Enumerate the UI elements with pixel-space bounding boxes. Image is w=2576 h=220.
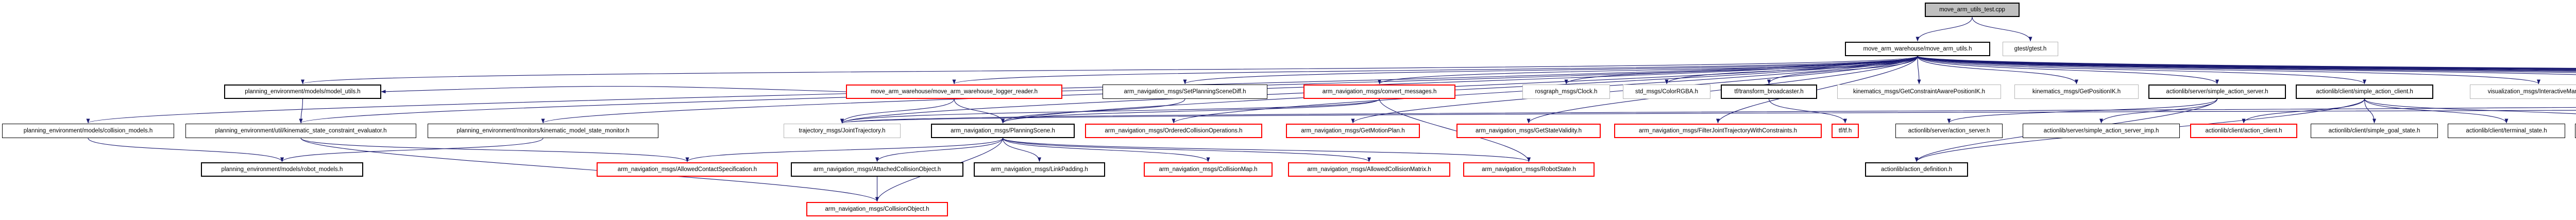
graph-node-tfb[interactable]: tf/transform_broadcaster.h xyxy=(1721,84,1817,99)
graph-node-linkp[interactable]: arm_navigation_msgs/LinkPadding.h xyxy=(974,162,1105,177)
graph-node-ksce[interactable]: planning_environment/util/kinematic_stat… xyxy=(185,124,416,138)
graph-node-gsv[interactable]: arm_navigation_msgs/GetStateValidity.h xyxy=(1456,124,1601,138)
graph-node-model_utils[interactable]: planning_environment/models/model_utils.… xyxy=(224,84,381,99)
include-edge-utils_h-model_utils xyxy=(301,56,1918,84)
include-edge-root-gtest xyxy=(1972,16,2032,42)
include-edge-fjta-joint_traj xyxy=(841,107,2576,124)
include-edge-utils_h-logger_reader xyxy=(952,56,1918,84)
graph-node-acs[interactable]: arm_navigation_msgs/AllowedContactSpecif… xyxy=(597,162,778,177)
include-edge-utils_h-vim xyxy=(1917,56,2540,84)
include-edge-utils_h-gcaik xyxy=(1917,56,1921,84)
graph-node-spsd[interactable]: arm_navigation_msgs/SetPlanningSceneDiff… xyxy=(1103,84,1267,99)
include-edge-utils_h-gpik xyxy=(1917,56,2078,84)
include-edge-utils_h-tfb xyxy=(1767,56,1918,84)
graph-node-acm[interactable]: arm_navigation_msgs/AllowedCollisionMatr… xyxy=(1288,162,1450,177)
graph-node-ts[interactable]: actionlib/client/terminal_state.h xyxy=(2448,124,2565,138)
include-edge-utils_h-clock xyxy=(1564,56,1918,84)
include-edge-sas-action_server xyxy=(1947,98,2218,124)
include-edge-planning_scene-cmap xyxy=(1002,138,1210,162)
graph-node-sasi[interactable]: actionlib/server/simple_action_server_im… xyxy=(2023,124,2180,138)
include-edge-utils_h-planning_scene xyxy=(1001,56,1918,124)
include-edge-utils_h-empty xyxy=(1917,56,2576,71)
include-edge-planning_scene-acs xyxy=(685,138,1004,162)
include-edge-utils_h-switchc xyxy=(1917,56,2576,69)
graph-node-joint_traj[interactable]: trajectory_msgs/JointTrajectory.h xyxy=(784,124,901,138)
include-edge-logger_reader-planning_scene xyxy=(954,98,1005,124)
include-edge-logger_reader-joint_traj xyxy=(840,98,955,124)
graph-node-rstate[interactable]: arm_navigation_msgs/RobotState.h xyxy=(1463,162,1595,177)
graph-node-action_client[interactable]: actionlib/client/action_client.h xyxy=(2190,124,2297,138)
graph-node-gcaik[interactable]: kinematics_msgs/GetConstraintAwarePositi… xyxy=(1837,84,2001,99)
include-edge-planning_scene-linkp xyxy=(1002,138,1041,162)
include-edge-collision_models-robot_models xyxy=(88,138,284,162)
graph-node-sac[interactable]: actionlib/client/simple_action_client.h xyxy=(2296,84,2433,99)
graph-node-action_def[interactable]: actionlib/action_definition.h xyxy=(1865,162,1968,177)
graph-node-colorrgba[interactable]: std_msgs/ColorRGBA.h xyxy=(1623,84,1710,99)
include-edge-ksce-cobj xyxy=(300,138,879,202)
graph-node-planning_scene[interactable]: arm_navigation_msgs/PlanningScene.h xyxy=(931,124,1075,138)
include-edge-sas-sasi xyxy=(2099,98,2218,124)
include-edge-tfb-tft xyxy=(1768,98,1847,124)
graph-node-tft[interactable]: tf/tf.h xyxy=(1832,124,1859,138)
include-edge-utils_h-unloadc xyxy=(1917,56,2576,70)
graph-node-vim[interactable]: visualization_msgs/InteractiveMarker.h xyxy=(2470,84,2576,99)
graph-node-gtest[interactable]: gtest/gtest.h xyxy=(2003,42,2058,56)
graph-node-aco[interactable]: arm_navigation_msgs/AttachedCollisionObj… xyxy=(791,162,963,177)
graph-node-kmsm[interactable]: planning_environment/monitors/kinematic_… xyxy=(428,124,658,138)
graph-node-gpik[interactable]: kinematics_msgs/GetPositionIK.h xyxy=(2014,84,2139,99)
include-edge-jtcs-joint_traj xyxy=(841,110,2576,124)
include-edge-utils_h-convert xyxy=(1378,56,1918,84)
include-edge-convert-joint_traj xyxy=(840,98,1380,124)
graph-node-sas[interactable]: actionlib/server/simple_action_server.h xyxy=(2148,84,2286,99)
include-edge-utils_h-sas xyxy=(1917,56,2219,84)
include-edge-convert-planning_scene xyxy=(1001,98,1380,124)
include-edge-spsd-planning_scene xyxy=(1001,98,1185,124)
include-edge-utils_h-loadc xyxy=(1917,56,2576,70)
graph-node-ordered_ops[interactable]: arm_navigation_msgs/OrderedCollisionOper… xyxy=(1085,124,1262,138)
graph-node-fjt[interactable]: arm_navigation_msgs/FilterJointTrajector… xyxy=(1614,124,1822,138)
include-edge-utils_h-fjt xyxy=(1716,56,1918,124)
graph-node-action_server[interactable]: actionlib/server/action_server.h xyxy=(1895,124,2003,138)
graph-node-collision_models[interactable]: planning_environment/models/collision_mo… xyxy=(2,124,174,138)
graph-node-clock[interactable]: rosgraph_msgs/Clock.h xyxy=(1522,84,1610,99)
graph-node-sgs[interactable]: actionlib/client/simple_goal_state.h xyxy=(2311,124,2438,138)
graph-node-cobj[interactable]: arm_navigation_msgs/CollisionObject.h xyxy=(806,202,948,216)
graph-node-root[interactable]: move_arm_utils_test.cpp xyxy=(1925,3,2020,17)
include-edge-planning_scene-rstate xyxy=(1002,138,1531,162)
include-edge-model_utils-ksce xyxy=(299,98,303,124)
include-edge-planning_scene-acm xyxy=(1002,138,1371,162)
include-edge-utils_h-tools xyxy=(1917,56,2576,73)
include-edge-utils_h-sac xyxy=(1917,56,2366,84)
graph-node-robot_models[interactable]: planning_environment/models/robot_models… xyxy=(201,162,363,177)
graph-node-scgs[interactable]: actionlib/client/simple_client_goal_stat… xyxy=(2575,124,2576,138)
include-edge-planning_scene-aco xyxy=(875,138,1004,162)
include-edge-utils_h-fjta xyxy=(1917,56,2576,72)
include-edge-sac-scgs xyxy=(2364,98,2576,114)
include-edge-logger_reader-model_utils xyxy=(381,86,846,94)
include-edge-utils_h-menu xyxy=(1917,56,2576,75)
include-edge-utils_h-listc xyxy=(1917,56,2576,71)
graph-node-gmp[interactable]: arm_navigation_msgs/GetMotionPlan.h xyxy=(1286,124,1420,138)
graph-node-convert[interactable]: arm_navigation_msgs/convert_messages.h xyxy=(1303,84,1455,99)
include-edge-convert-rstate xyxy=(1379,98,1531,162)
graph-node-logger_reader[interactable]: move_arm_warehouse/move_arm_warehouse_lo… xyxy=(846,84,1062,99)
include-edge-kmsm-robot_models xyxy=(280,138,544,162)
graph-node-cmap[interactable]: arm_navigation_msgs/CollisionMap.h xyxy=(1144,162,1273,177)
graph-node-utils_h[interactable]: move_arm_warehouse/move_arm_utils.h xyxy=(1845,42,1990,56)
include-edge-ksce-acs xyxy=(300,138,689,162)
include-edge-root-utils_h xyxy=(1916,16,1973,42)
include-edge-utils_h-jtcs xyxy=(1917,56,2576,69)
